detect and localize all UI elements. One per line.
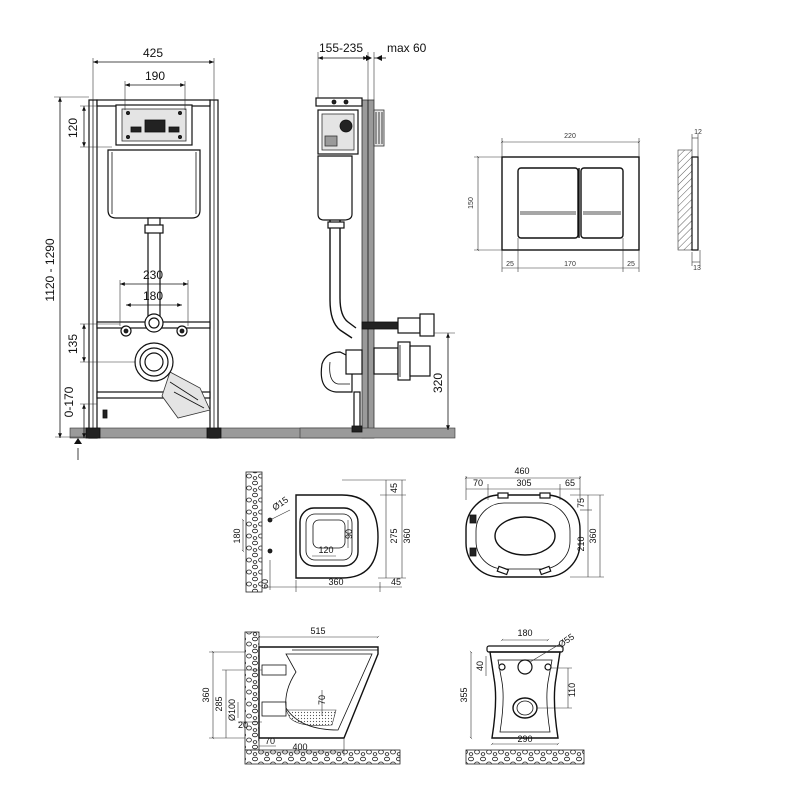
flush-plate-view: 220 150 25 170 25 12 13 xyxy=(468,129,702,272)
dim-pipe-spacing: 230 xyxy=(143,268,163,282)
dim-frame-width: 425 xyxy=(143,46,163,60)
cistern xyxy=(107,149,201,219)
dim-bowl-offset: 60 xyxy=(260,579,270,589)
dim-panel-width: 190 xyxy=(145,69,165,83)
dim-side-pipe-dia: Ø100 xyxy=(227,699,237,721)
side-cistern xyxy=(317,155,353,221)
dim-back-width: 290 xyxy=(517,734,532,744)
dim-leg-extension: 0-170 xyxy=(62,386,76,417)
dim-seat-width: 460 xyxy=(514,466,529,476)
dim-stud-spacing: 180 xyxy=(143,289,163,303)
dim-plate-thickness-top: 12 xyxy=(694,129,702,136)
bowl-inner-top xyxy=(299,507,359,567)
dim-bowl-hole-dia: Ø15 xyxy=(270,495,290,513)
dim-back-height: 355 xyxy=(459,687,469,702)
back-hole-left xyxy=(498,663,506,671)
bowl-side-floor xyxy=(244,749,401,765)
dim-outlet-height: 320 xyxy=(431,373,445,393)
dim-plate-height: 150 xyxy=(468,197,475,209)
dim-side-base-length: 400 xyxy=(292,742,307,752)
dim-seat-mid: 210 xyxy=(576,536,586,551)
dim-seat-hinge: 305 xyxy=(516,478,531,488)
dim-bowl-overhang: 45 xyxy=(391,577,401,587)
bowl-side-view: 515 360 285 Ø100 20 70 70 400 xyxy=(201,626,401,765)
dim-top-offset: 120 xyxy=(66,118,80,138)
seat-outline xyxy=(465,494,581,578)
back-hole-center xyxy=(517,659,533,675)
flush-plate xyxy=(501,156,640,251)
dim-side-base-offset: 20 xyxy=(238,720,248,730)
dim-back-hole-height: 40 xyxy=(475,661,485,671)
dim-bowl-inner-depth: 90 xyxy=(344,529,354,539)
dim-bowl-depth-45: 45 xyxy=(389,483,399,493)
drain-bend xyxy=(161,371,211,419)
dim-plate-thickness-bottom: 13 xyxy=(693,265,701,272)
flush-button-right xyxy=(580,167,624,239)
dim-back-hole-dia: Ø55 xyxy=(556,632,576,650)
bowl-back-view: 180 Ø55 40 355 110 290 xyxy=(459,628,585,765)
dim-plate-margin-right: 25 xyxy=(627,261,635,268)
bowl-top-wall xyxy=(245,471,263,593)
bowl-outline-top xyxy=(295,494,379,579)
seat-opening xyxy=(494,516,556,556)
bowl-top-view: Ø15 180 60 120 90 360 45 45 275 360 xyxy=(232,471,412,593)
dim-frame-depth: 155-235 xyxy=(319,41,363,55)
back-hole-right xyxy=(544,663,552,671)
dim-bowl-inner-width: 120 xyxy=(318,545,333,555)
dim-seat-right: 65 xyxy=(565,478,575,488)
plate-wall-section xyxy=(677,149,693,251)
dim-bowl-depth-360: 360 xyxy=(402,528,412,543)
dim-side-height: 360 xyxy=(201,687,211,702)
dim-frame-height: 1120 - 1290 xyxy=(43,238,57,301)
bowl-side-wall xyxy=(244,631,260,751)
dim-wall-max: max 60 xyxy=(387,41,427,55)
dim-side-outlet-offset: 70 xyxy=(265,736,275,746)
dim-side-water-level: 70 xyxy=(317,695,327,705)
side-flush-pipe xyxy=(329,220,353,339)
side-drain xyxy=(320,351,353,393)
dim-drain-height: 135 xyxy=(66,334,80,354)
flush-button-left xyxy=(517,167,579,239)
dim-seat-left: 70 xyxy=(473,478,483,488)
seat-top-view: 460 70 305 65 75 210 360 xyxy=(464,466,604,578)
dim-back-outlet-depth: 110 xyxy=(567,683,577,697)
dim-side-outlet-height: 285 xyxy=(214,696,224,711)
dim-plate-button-width: 170 xyxy=(564,261,576,268)
bowl-back-floor xyxy=(465,749,585,765)
dim-bowl-anchor-spacing: 180 xyxy=(232,528,242,543)
dim-bowl-length: 360 xyxy=(328,577,343,587)
bowl-back-profile xyxy=(489,651,561,739)
dim-plate-margin-left: 25 xyxy=(506,261,514,268)
dim-seat-total: 360 xyxy=(588,528,598,543)
dim-back-hole-spacing: 180 xyxy=(517,628,532,638)
dim-bowl-depth-275: 275 xyxy=(389,528,399,543)
dim-seat-top-offset: 75 xyxy=(576,498,586,508)
frame-side-view: 155-235 max 60 320 xyxy=(299,41,456,439)
dim-plate-width: 220 xyxy=(564,133,576,140)
frame-front-view: 425 190 120 1120 - 1290 230 180 135 0-17… xyxy=(43,46,366,460)
floor-side xyxy=(299,427,456,439)
dim-side-length: 515 xyxy=(310,626,325,636)
